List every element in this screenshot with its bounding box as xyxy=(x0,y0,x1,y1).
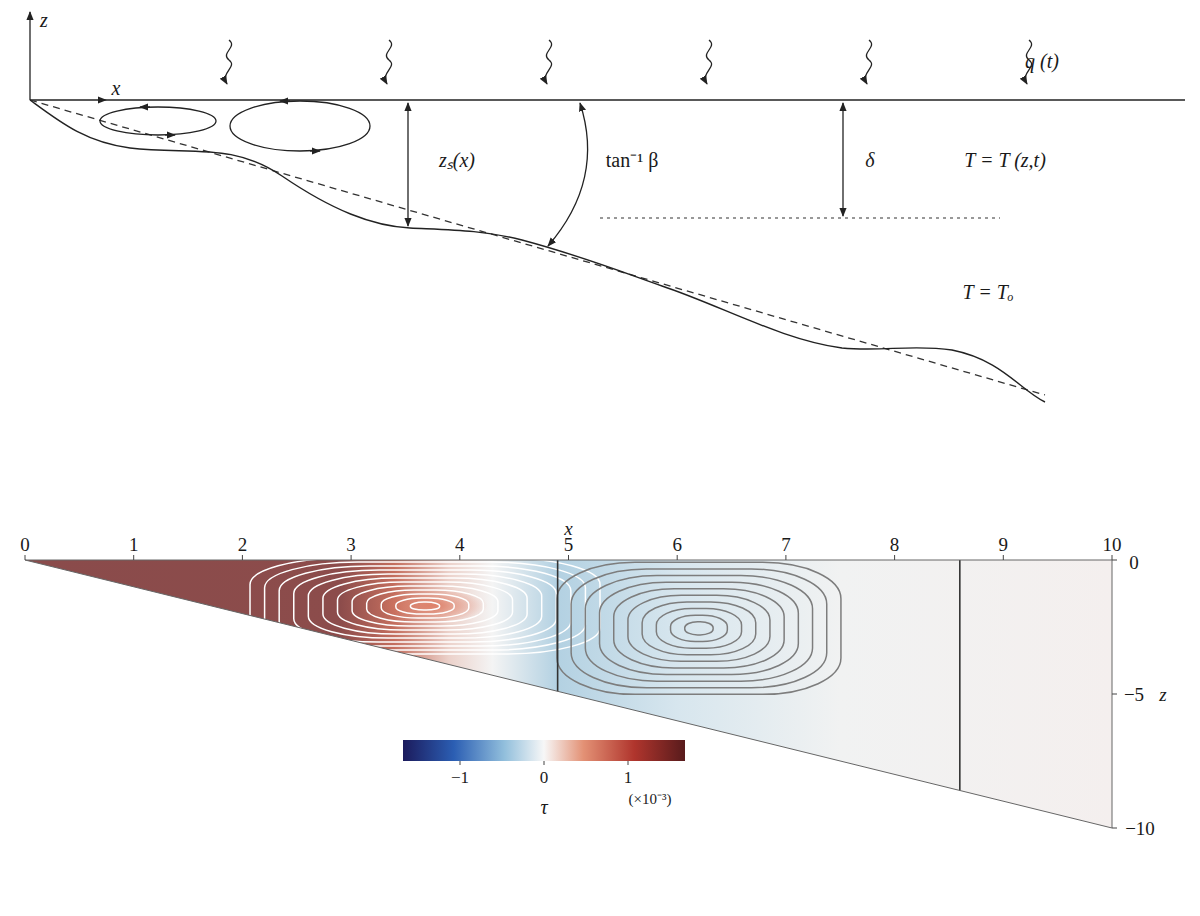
flow-arrow xyxy=(280,100,290,101)
flow-arrow xyxy=(310,150,320,151)
x-tick xyxy=(1003,555,1004,560)
flow-arrow xyxy=(140,106,150,107)
tick-label: 6 xyxy=(672,535,682,554)
x-tick xyxy=(568,555,569,560)
heat-flux-arrow xyxy=(385,40,391,84)
tick-label: −1 xyxy=(451,769,469,786)
flow-arrow xyxy=(165,134,175,135)
layer-base-line xyxy=(600,217,1000,218)
streamline xyxy=(294,570,557,642)
streamline xyxy=(308,574,541,638)
axis-label: z xyxy=(40,10,48,30)
tick-label: 4 xyxy=(455,535,465,554)
axis-label: x xyxy=(564,519,572,538)
colorbar-tick xyxy=(460,761,461,765)
z-tick xyxy=(1112,828,1117,829)
x-tick xyxy=(351,555,352,560)
x-tick xyxy=(459,555,460,560)
thickness-arrow xyxy=(842,103,843,216)
z-tick xyxy=(1112,560,1117,561)
x-tick xyxy=(1112,555,1113,560)
tick-label: 10 xyxy=(1103,535,1122,554)
x-tick xyxy=(242,555,243,560)
tick-label: 0 xyxy=(1129,553,1139,572)
temperature-label: T = T (z,t) xyxy=(964,150,1046,170)
streamline xyxy=(352,586,498,626)
x-tick xyxy=(25,555,26,560)
z-axis-arrow xyxy=(29,12,30,100)
axis-label: z xyxy=(1159,685,1166,704)
tick-label: −5 xyxy=(1124,685,1144,704)
streamline xyxy=(396,598,454,614)
flux-label: q (t) xyxy=(1025,51,1059,71)
heat-flux-arrow xyxy=(225,40,231,84)
tick-label: −10 xyxy=(1125,819,1155,838)
streamline xyxy=(571,569,827,688)
domain-outline xyxy=(25,560,1112,828)
tick-label: 1 xyxy=(624,769,633,786)
colorbar-label: τ xyxy=(540,797,547,817)
x-axis-arrow xyxy=(30,99,106,100)
heat-flux-arrow xyxy=(865,40,871,84)
streamline xyxy=(250,558,600,654)
streamline xyxy=(279,566,571,646)
bottom-profile xyxy=(30,100,1045,402)
x-tick xyxy=(894,555,895,560)
streamline xyxy=(685,622,713,635)
streamline xyxy=(338,582,513,630)
tick-label: 2 xyxy=(238,535,248,554)
z-tick xyxy=(1112,694,1117,695)
heat-flux-arrow xyxy=(545,40,551,84)
slope-angle-arrow xyxy=(548,103,588,246)
temperature-label: T = Tₒ xyxy=(962,282,1013,302)
convection-cell xyxy=(100,107,216,135)
scale-note: (×10⁻³) xyxy=(629,792,672,807)
angle-label: tan⁻¹ β xyxy=(606,150,659,170)
depth-label: zₛ(x) xyxy=(439,150,475,170)
streamline xyxy=(614,589,784,668)
streamline xyxy=(323,578,527,634)
tau-field xyxy=(25,560,1112,828)
simulation-panel xyxy=(25,555,1117,828)
tick-label: 0 xyxy=(540,769,549,786)
streamline xyxy=(656,609,741,649)
cell-boundary xyxy=(959,560,961,790)
cell-boundary xyxy=(557,560,559,691)
colorbar-tick xyxy=(628,761,629,765)
x-tick xyxy=(785,555,786,560)
tick-label: 7 xyxy=(781,535,791,554)
x-tick xyxy=(133,555,134,560)
tick-label: 0 xyxy=(20,535,30,554)
depth-arrow xyxy=(407,103,408,226)
tick-label: 3 xyxy=(346,535,356,554)
streamline xyxy=(381,594,469,618)
mean-slope-line xyxy=(30,100,1045,395)
colorbar xyxy=(403,740,685,761)
tick-label: 1 xyxy=(129,535,139,554)
streamline xyxy=(410,602,439,610)
thickness-label: δ xyxy=(865,150,874,170)
streamline xyxy=(367,590,484,622)
tick-label: 9 xyxy=(999,535,1009,554)
streamline xyxy=(585,576,812,682)
streamline xyxy=(671,615,728,641)
colorbar-tick xyxy=(544,761,545,765)
free-surface-line xyxy=(106,99,1185,100)
heat-flux-arrow xyxy=(705,40,711,84)
tick-label: 8 xyxy=(890,535,900,554)
schematic-panel xyxy=(30,12,1185,402)
streamline xyxy=(642,602,756,655)
convection-cell xyxy=(230,101,370,151)
axis-label: x xyxy=(112,78,121,98)
streamline xyxy=(265,562,586,650)
streamline xyxy=(600,582,799,674)
x-tick xyxy=(677,555,678,560)
streamline xyxy=(628,595,770,661)
streamline xyxy=(557,562,841,694)
